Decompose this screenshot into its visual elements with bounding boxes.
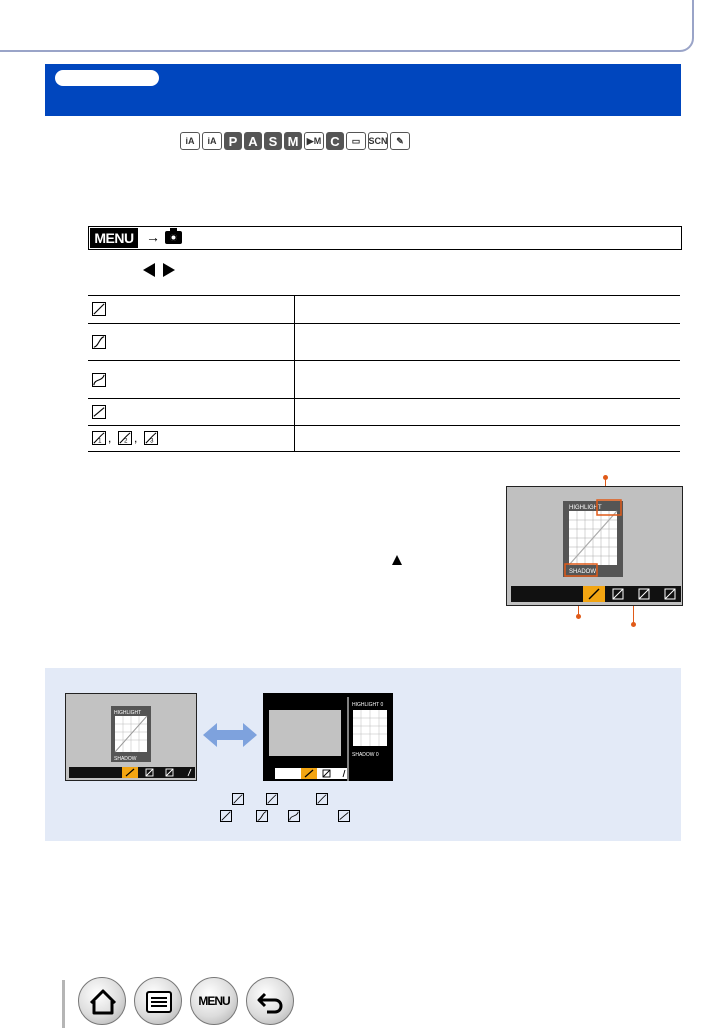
svg-text:2: 2 [124, 438, 128, 444]
table-row [88, 399, 680, 426]
mode-p-icon: P [224, 132, 242, 150]
mode-ia-plus-icon: iA [202, 132, 222, 150]
shadow-label: SHADOW [569, 569, 596, 575]
mode-a-icon: A [244, 132, 262, 150]
up-arrow-icon [392, 555, 402, 565]
hard-curve-icon [92, 335, 106, 349]
left-arrow-icon [143, 263, 155, 277]
flat-curve-icon [338, 810, 350, 822]
back-button[interactable] [246, 977, 294, 1025]
table-row [88, 296, 680, 324]
mode-panorama-icon: ▭ [346, 132, 366, 150]
menu-path: MENU → [88, 226, 682, 250]
tip-box: HIGHLIGHT SHADOW HIGHLIGHT 0 [45, 668, 681, 841]
section-badge [55, 70, 159, 86]
table-row [88, 361, 680, 399]
custom1-icon: 1 [92, 431, 106, 445]
icon-separator: , [134, 431, 138, 445]
mode-ia-icon: iA [180, 132, 200, 150]
home-icon [89, 989, 117, 1015]
highlight-label: HIGHLIGHT [114, 710, 141, 716]
highlight-label: HIGHLIGHT [569, 505, 602, 511]
mode-s-icon: S [264, 132, 282, 150]
mode-scn-icon: SCN [368, 132, 388, 150]
mode-movie-m-icon: ▶M [304, 132, 324, 150]
nav-divider [62, 980, 65, 1028]
curve-diagram: HIGHLIGHT SHADOW [511, 499, 681, 602]
settings-table: 1 , 2 , 3 [88, 295, 680, 452]
svg-text:3: 3 [150, 438, 154, 444]
mode-creative-icon: ✎ [390, 132, 410, 150]
highlight-label: HIGHLIGHT 0 [352, 702, 384, 708]
shadow-label: SHADOW [114, 756, 137, 762]
contents-button[interactable] [134, 977, 182, 1025]
soft-curve-icon [92, 373, 106, 387]
list-icon [146, 991, 172, 1013]
custom2-icon: 2 [118, 431, 132, 445]
callout-dot [576, 614, 581, 619]
table-row: 1 , 2 , 3 [88, 426, 680, 452]
menu-key-label: MENU [90, 228, 138, 248]
section-banner [45, 64, 681, 116]
callout-dot [631, 622, 636, 627]
shadow-label: SHADOW 0 [352, 752, 379, 758]
icon-separator: , [108, 431, 112, 445]
screen-curve-view: HIGHLIGHT SHADOW [65, 693, 197, 781]
menu-icon: MENU [198, 994, 230, 1008]
photo-style-screen-diagram: HIGHLIGHT SHADOW [506, 486, 683, 606]
menu-button[interactable]: MENU [190, 977, 238, 1025]
custom1-icon [232, 793, 244, 805]
page-frame [0, 0, 694, 52]
double-arrow-icon [203, 723, 257, 747]
std-curve-icon [92, 302, 106, 316]
menu-path-arrow: → [146, 229, 160, 245]
custom2-icon [266, 793, 278, 805]
right-arrow-icon [163, 263, 175, 277]
std-curve-icon [220, 810, 232, 822]
mode-m-icon: M [284, 132, 302, 150]
flat-curve-icon [92, 405, 106, 419]
recording-mode-icons: iA iA P A S M ▶M C ▭ SCN ✎ [180, 132, 410, 152]
left-right-arrow-icon [143, 262, 187, 278]
callout-dot [603, 475, 608, 480]
back-arrow-icon [257, 992, 283, 1014]
soft-curve-icon [288, 810, 300, 822]
mode-c-icon: C [326, 132, 344, 150]
screen-preview-view: HIGHLIGHT 0 SHADOW 0 [263, 693, 393, 781]
custom3-icon: 3 [144, 431, 158, 445]
custom3-icon [316, 793, 328, 805]
table-row [88, 324, 680, 361]
svg-text:1: 1 [98, 438, 102, 444]
camera-icon [165, 228, 182, 244]
home-button[interactable] [78, 977, 126, 1025]
hard-curve-icon [256, 810, 268, 822]
